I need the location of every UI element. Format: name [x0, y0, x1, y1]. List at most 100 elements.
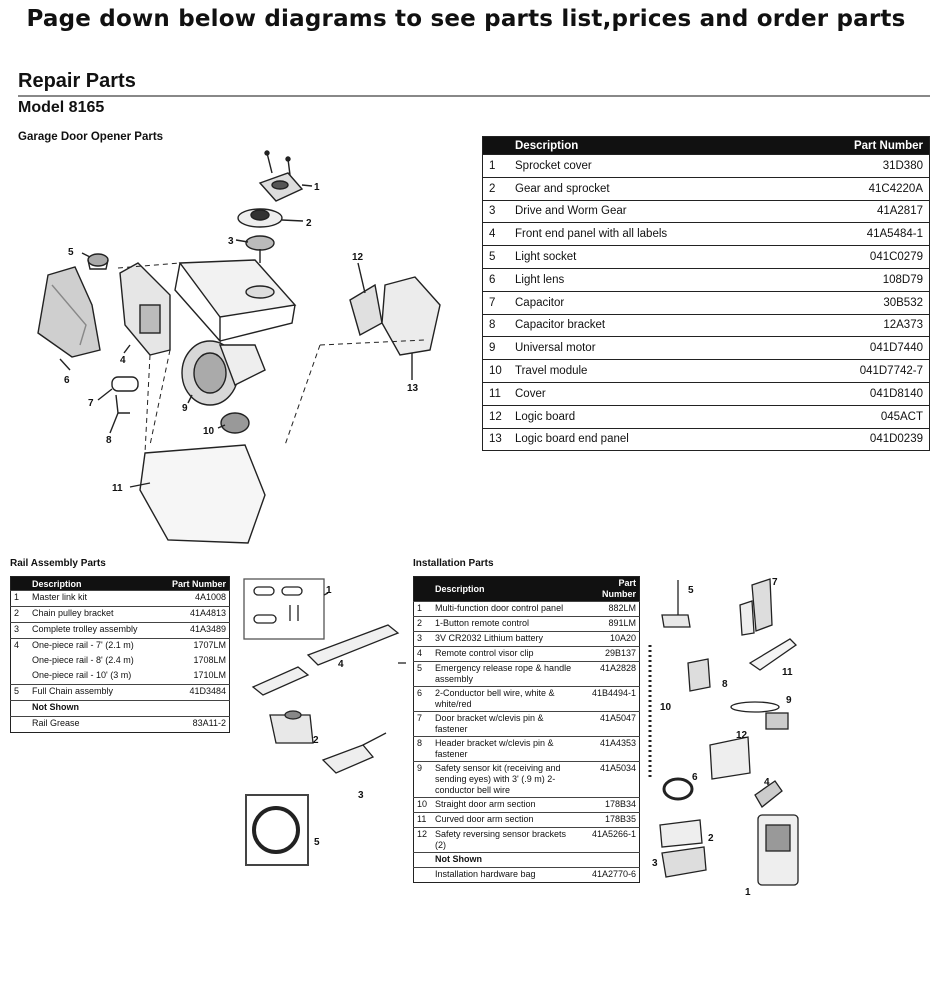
opener-row-description: Capacitor bracket [509, 313, 790, 337]
opener-row-description: Travel module [509, 359, 790, 383]
installation-callout-3: 3 [652, 858, 658, 869]
opener-exploded-diagram: 1 2 3 4 5 6 7 8 9 10 11 12 13 [37, 150, 441, 544]
installation-row-description: Emergency release rope & handle assembly [432, 661, 581, 687]
rail-row-description: Complete trolley assembly [29, 622, 163, 639]
installation-row-number: 2 [413, 616, 432, 632]
opener-row-number: 5 [482, 245, 509, 269]
installation-row-number: 4 [413, 646, 432, 662]
opener-row-number: 11 [482, 381, 509, 406]
installation-row-number: 6 [413, 686, 432, 712]
installation-row-part-number: 178B34 [581, 797, 640, 813]
installation-callout-4: 4 [764, 777, 770, 788]
installation-row-part-number: 29B137 [581, 646, 640, 662]
installation-parts-diagram: 1 2 3 4 5 6 7 8 9 10 11 12 [648, 577, 799, 895]
opener-row-number: 3 [482, 199, 509, 223]
installation-row-description: Safety reversing sensor brackets (2) [432, 827, 581, 853]
opener-row-part-number: 30B532 [789, 290, 930, 315]
opener-callout-8: 8 [106, 435, 112, 446]
rail-row: One-piece rail - 10' (3 m)1710LM [11, 669, 230, 685]
installation-row-part-number: 10A20 [581, 631, 640, 647]
opener-row-part-number: 041D7440 [789, 336, 930, 360]
rail-col-part-number: Part Number [163, 576, 230, 591]
rail-extra-description: Rail Grease [29, 716, 163, 733]
opener-row-number: 10 [482, 359, 509, 383]
opener-callout-1: 1 [314, 182, 320, 193]
installation-row-part-number: 41B4494-1 [581, 686, 640, 712]
installation-row-number: 12 [413, 827, 432, 853]
opener-row-description: Light socket [509, 245, 790, 269]
rail-row-description: One-piece rail - 8' (2.4 m) [32, 655, 134, 665]
rail-row-description: Full Chain assembly [29, 684, 163, 701]
installation-extra-part: 41A2770-6 [581, 867, 640, 883]
opener-row-number: 2 [482, 176, 509, 201]
installation-row-part-number: 178B35 [581, 812, 640, 828]
opener-callout-13: 13 [407, 383, 419, 394]
opener-row-number: 13 [482, 427, 509, 451]
installation-row-description: Multi-function door control panel [432, 601, 581, 617]
installation-callout-5: 5 [688, 585, 694, 596]
rail-row-part-number: 1707LM [163, 638, 230, 654]
opener-col-part-number: Part Number [789, 136, 930, 155]
opener-callout-3: 3 [228, 236, 234, 247]
installation-row-description: 1-Button remote control [432, 616, 581, 632]
rail-row: One-piece rail - 8' (2.4 m) 1708LM [11, 654, 230, 669]
installation-callout-1: 1 [745, 887, 751, 895]
opener-col-description: Description [509, 136, 790, 155]
rail-section-label: Rail Assembly Parts [10, 558, 106, 569]
rail-row-part-number: 1708LM [193, 655, 226, 665]
rail-row-part-number: 41A4813 [163, 606, 230, 623]
installation-row-number: 3 [413, 631, 432, 647]
installation-not-shown: Not Shown [432, 852, 581, 868]
installation-row-description: Header bracket w/clevis pin & fastener [432, 736, 581, 762]
rail-assembly-diagram: 1 2 3 4 5 [243, 578, 406, 866]
installation-row-part-number: 882LM [581, 601, 640, 617]
opener-row-number: 1 [482, 154, 509, 178]
page-banner: Page down below diagrams to see parts li… [26, 6, 906, 32]
installation-row-number: 11 [413, 812, 432, 828]
opener-callout-9: 9 [182, 403, 188, 414]
installation-row-part-number: 41A4353 [581, 736, 640, 762]
rail-row-number: 1 [10, 590, 29, 607]
opener-row-part-number: 108D79 [789, 267, 930, 292]
installation-row-description: Remote control visor clip [432, 646, 581, 662]
installation-row-number: 9 [413, 761, 432, 798]
opener-row-part-number: 31D380 [789, 154, 930, 178]
rail-row-number: 2 [10, 606, 29, 623]
rail-row-description: Chain pulley bracket [29, 606, 163, 623]
installation-row-number: 8 [413, 736, 432, 762]
installation-section-label: Installation Parts [413, 558, 494, 569]
opener-row-description: Capacitor [509, 290, 790, 315]
rail-row-part-number: 4A1008 [163, 590, 230, 607]
installation-row-number: 5 [413, 661, 432, 687]
installation-callout-9: 9 [786, 695, 792, 706]
opener-row-part-number: 041D8140 [789, 381, 930, 406]
rail-callout-2: 2 [313, 735, 319, 746]
installation-callout-11: 11 [782, 667, 793, 678]
installation-extra-description: Installation hardware bag [432, 867, 581, 883]
opener-row-description: Gear and sprocket [509, 176, 790, 201]
opener-callout-7: 7 [88, 398, 94, 409]
rail-row-part-number: 41D3484 [163, 684, 230, 701]
installation-row-part-number: 41A2828 [581, 661, 640, 687]
opener-row-part-number: 41A5484-1 [789, 222, 930, 246]
opener-row-description: Logic board end panel [509, 427, 790, 451]
rail-row-part-number: 41A3489 [163, 622, 230, 639]
installation-row-description: Curved door arm section [432, 812, 581, 828]
rail-row-number: 4 [10, 638, 29, 654]
